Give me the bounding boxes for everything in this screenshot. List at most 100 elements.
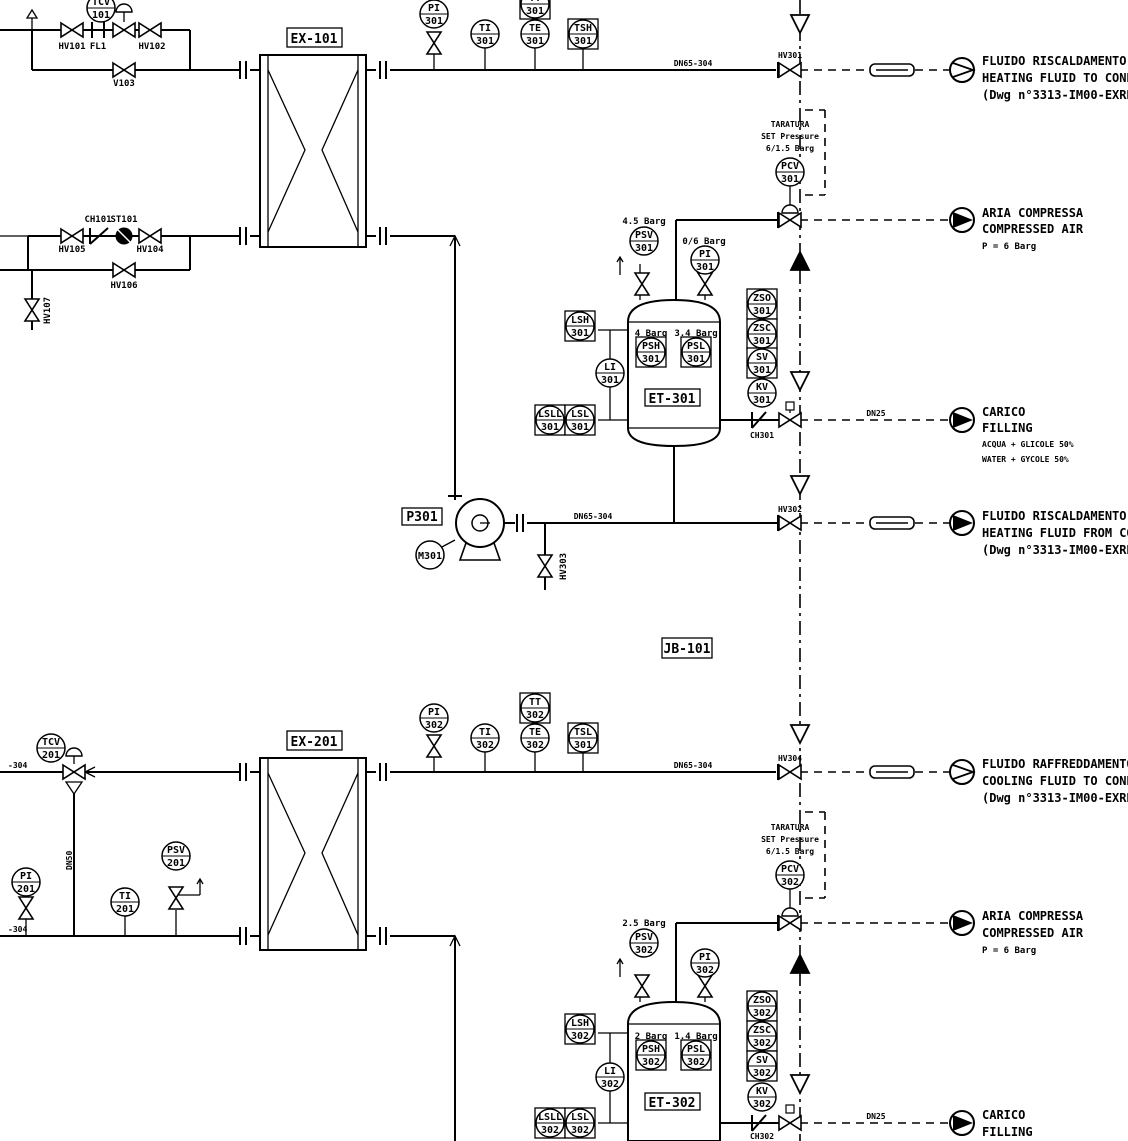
valve-hv105[interactable] [60,228,84,244]
kv301-valve[interactable] [778,401,802,428]
ex101-tag: EX-101 [286,27,343,48]
valve-pi301-isolation[interactable] [426,31,442,55]
instrument-m301-function: M301 [418,551,442,562]
pi301b-isolation[interactable] [697,272,713,296]
line-label-dn25-2: DN25 [866,1112,885,1121]
pcv301-valve[interactable] [675,176,802,300]
svg-text:HEATING FLUID TO CONDI: HEATING FLUID TO CONDI [982,71,1128,85]
instrument-tt302-function: TT [529,697,541,708]
heat-exchanger-ex101[interactable] [259,54,367,248]
valve-hv303[interactable] [537,554,553,578]
pcv302-valve[interactable] [675,879,802,1002]
valve-v103[interactable] [112,62,136,78]
valve-hv106[interactable] [112,262,136,278]
instrument-m301[interactable]: M301 [415,540,445,570]
vessel-et301[interactable] [627,298,721,448]
label-hv105: HV105 [58,245,85,255]
vessel-et302[interactable] [627,1000,721,1141]
pump-p301[interactable] [439,490,778,590]
kv302-valve[interactable] [778,1104,802,1131]
line-label-dn25-1: DN25 [866,409,885,418]
svg-text:ARIA COMPRESSA: ARIA COMPRESSA [982,206,1084,220]
instrument-zso301-function: ZSO [753,293,771,304]
hv304[interactable] [777,764,802,780]
svg-text:CARICO: CARICO [982,405,1025,419]
valve-hv104[interactable] [138,228,162,244]
flow-symbol-air1 [949,207,975,233]
note-cooling-to: FLUIDO RAFFREDDAMENTO COOLING FLUID TO C… [982,757,1128,805]
valve-tcv101[interactable] [112,22,136,38]
instrument-lsll301-function: LSLL [538,409,562,420]
psv302-valve[interactable] [634,974,650,998]
instrument-tt301[interactable]: TT301 [519,0,551,20]
instruments: TCV101PI301TI301TT301TE301TSH301PCV301PS… [11,0,805,1139]
psv201-valve[interactable] [168,886,184,910]
valve-hv107[interactable] [24,298,40,322]
instrument-ti201[interactable]: TI 201 [110,887,140,917]
strainer-st101[interactable] [115,227,133,245]
svg-text:TARATURA: TARATURA [771,823,810,832]
check-valve-ch101[interactable] [89,227,109,245]
pi201-isolation[interactable] [18,896,34,920]
valve-pi302-isolation[interactable] [426,734,442,758]
valve-hv101[interactable] [60,22,84,38]
instrument-kv301-number: 301 [753,395,771,406]
svg-text:COOLING FLUID TO CONDI: COOLING FLUID TO CONDI [982,774,1128,788]
hv302[interactable] [777,515,802,531]
svg-text:COMPRESSED AIR: COMPRESSED AIR [982,222,1084,236]
note-filling1: CARICO FILLING ACQUA + GLICOLE 50% WATER… [982,405,1074,464]
hv301[interactable] [777,62,802,78]
line-label-pump: DN65-304 [574,512,613,521]
psv301-valve[interactable] [634,272,650,296]
instrument-lsll302-number: 302 [541,1125,559,1136]
tcv201-valve[interactable] [62,747,86,796]
instrument-ti201-number: 201 [116,904,134,915]
instrument-ti201-function: TI [119,891,131,902]
pi302b-isolation[interactable] [697,974,713,998]
heat-exchanger-ex201[interactable] [259,757,367,951]
svg-text:(Dwg n°3313-IM00-EXRD): (Dwg n°3313-IM00-EXRD) [982,543,1128,557]
instrument-te302-function: TE [529,727,541,738]
valve-hv102[interactable] [138,22,162,38]
arrow-down-3 [790,475,810,495]
